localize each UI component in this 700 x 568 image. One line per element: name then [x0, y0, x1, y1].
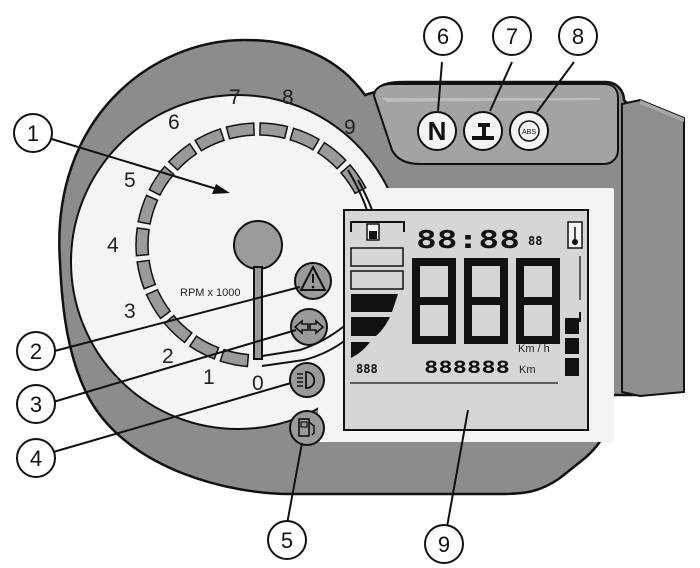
- rpm-unit-label: RPM x 1000: [180, 287, 241, 299]
- tach-segment: [136, 259, 157, 290]
- rpm-scale-5: 5: [124, 169, 136, 192]
- callout-4: 4: [16, 438, 56, 478]
- callout-lines: [42, 61, 575, 528]
- svg-text:5: 5: [281, 528, 293, 553]
- odometer-unit-label: Km: [519, 364, 536, 376]
- top-indicator-lights: N ABS: [417, 111, 549, 151]
- speed-digit: [516, 258, 560, 344]
- tach-segment: [225, 122, 255, 140]
- callout-9: 9: [424, 524, 464, 564]
- rpm-scale-9: 9: [344, 116, 356, 139]
- svg-text:1: 1: [27, 121, 39, 146]
- tach-segment: [289, 127, 321, 151]
- tach-segment: [194, 128, 225, 152]
- oil-pressure-light: [463, 111, 503, 151]
- temperature-bars: [565, 256, 581, 376]
- abs-label: ABS: [522, 129, 536, 136]
- callout-3: 3: [16, 384, 56, 424]
- speed-unit-label: Km / h: [518, 343, 550, 355]
- tach-segment: [188, 335, 220, 360]
- fuel-pump-icon: [298, 418, 310, 437]
- callout-7: 7: [492, 16, 532, 56]
- svg-text:8: 8: [572, 24, 584, 49]
- tach-segment: [163, 314, 193, 344]
- tach-segment: [135, 227, 150, 257]
- svg-text:2: 2: [30, 339, 42, 364]
- general-warning-light: [294, 262, 332, 300]
- fuel-reserve-light: [289, 410, 325, 446]
- fuel-level-bars: [350, 247, 404, 358]
- clock-display: 88:88: [416, 225, 520, 254]
- rpm-scale-7: 7: [229, 86, 241, 109]
- turn-signal-light: [290, 308, 328, 346]
- callout-badges: 1 2 3 4 5 6 7 8 9: [13, 16, 598, 564]
- odometer-display: 888888: [424, 358, 510, 378]
- callout-line-2: [42, 286, 301, 355]
- callout-5: 5: [267, 520, 307, 560]
- svg-text:6: 6: [437, 24, 449, 49]
- abs-light: ABS: [509, 111, 549, 151]
- svg-text:3: 3: [30, 392, 42, 417]
- rpm-scale-8: 8: [282, 86, 294, 109]
- tach-segment: [219, 348, 250, 368]
- rpm-scale-4: 4: [107, 234, 119, 257]
- warning-triangle-icon: [299, 264, 327, 291]
- callout-line-1: [44, 136, 221, 191]
- callout-line-4: [42, 382, 292, 456]
- rpm-scale-6: 6: [168, 111, 180, 134]
- tachometer-bar-segments: [135, 122, 367, 368]
- needle-hub: [233, 220, 283, 270]
- tach-segment: [316, 141, 347, 170]
- right-arrow-icon: [309, 319, 325, 335]
- callout-2: 2: [16, 331, 56, 371]
- rpm-scale-1: 1: [203, 366, 215, 389]
- callout-line-7: [489, 61, 513, 112]
- svg-text:4: 4: [30, 446, 42, 471]
- clock-suffix: 88: [528, 234, 542, 248]
- svg-text:7: 7: [506, 24, 518, 49]
- speed-digit: [412, 258, 456, 344]
- callout-line-3: [42, 329, 297, 406]
- callout-line-9: [446, 409, 469, 528]
- speedometer-digits: [412, 258, 560, 344]
- warning-lights-column: [289, 262, 332, 446]
- rpm-scale-3: 3: [124, 300, 136, 323]
- callout-8: 8: [558, 16, 598, 56]
- callout-line-8: [536, 61, 575, 113]
- svg-text:9: 9: [438, 532, 450, 557]
- callout-6: 6: [423, 16, 463, 56]
- left-arrow-icon: [293, 319, 309, 335]
- headlight-icon: [305, 371, 316, 389]
- speed-digit: [464, 258, 508, 344]
- tach-segment: [145, 288, 172, 320]
- tach-segment: [167, 142, 198, 172]
- rpm-scale-2: 2: [162, 345, 174, 368]
- callout-line-6: [437, 61, 443, 112]
- tach-segment: [137, 194, 159, 225]
- neutral-symbol: N: [428, 116, 447, 146]
- oil-can-icon: [472, 123, 494, 140]
- trip-prefix: 888: [356, 362, 378, 376]
- lcd-display: 88:88 88 Km / h 888 888888 Km: [343, 209, 589, 431]
- neutral-light: N: [417, 111, 457, 151]
- tachometer-needle: [253, 266, 263, 360]
- tach-segment: [259, 122, 289, 140]
- callout-line-5: [286, 442, 303, 525]
- rpm-scale-0: 0: [252, 372, 264, 395]
- callout-1: 1: [13, 113, 53, 153]
- high-beam-light: [289, 362, 325, 398]
